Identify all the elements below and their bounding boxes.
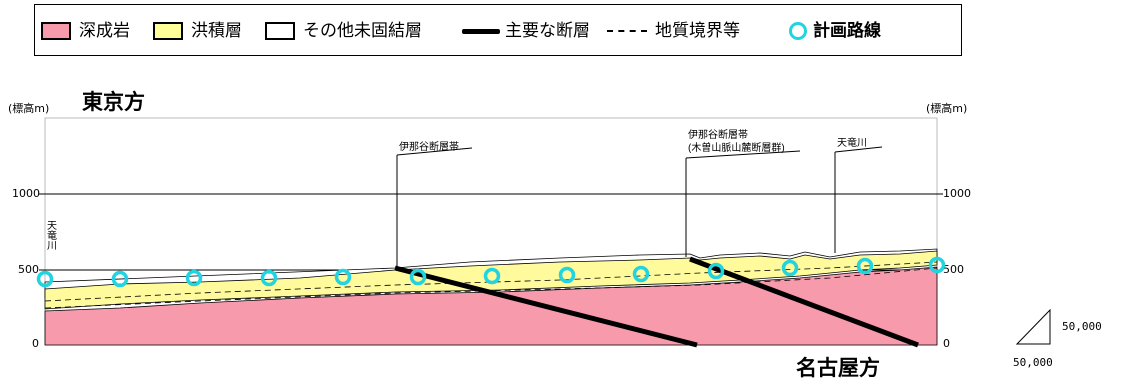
legend-label-granite: 深成岩	[79, 21, 130, 41]
fault-kiso	[689, 256, 919, 348]
route-marker	[707, 262, 725, 280]
scale-horizontal: 50,000	[1013, 356, 1053, 369]
ytick-left-0: 0	[32, 337, 39, 350]
legend-label-other: その他未固結層	[303, 21, 422, 41]
route-marker	[409, 268, 427, 286]
ytick-right-500: 500	[943, 263, 964, 276]
scale-vertical: 50,000	[1062, 320, 1102, 333]
label-river-left: 天竜川	[45, 220, 57, 250]
direction-tokyo: 東京方	[82, 90, 145, 114]
ytick-left-500: 500	[18, 263, 39, 276]
route-marker	[111, 270, 129, 288]
label-fault1: 伊那谷断層帯	[399, 140, 459, 153]
label-fault2-line1: 伊那谷断層帯	[688, 128, 748, 141]
route-marker	[36, 270, 54, 288]
elevation-unit-right: (標高m)	[926, 102, 968, 115]
legend-swatch-diluvium	[153, 22, 183, 40]
route-marker	[558, 266, 576, 284]
layer-granite	[44, 266, 938, 346]
legend-route-marker-icon	[789, 22, 807, 40]
boundary-line-1	[44, 261, 938, 302]
leader-fault1-top	[396, 147, 473, 156]
elevation-unit-left: (標高m)	[8, 102, 50, 115]
legend: 深成岩 洪積層 その他未固結層 主要な断層 地質境界等 計画路線	[34, 4, 962, 56]
route-marker	[781, 259, 799, 277]
leader-river-top	[834, 146, 883, 153]
route-marker	[185, 269, 203, 287]
legend-label-boundary: 地質境界等	[655, 21, 740, 41]
ytick-right-0: 0	[943, 337, 950, 350]
legend-label-diluvium: 洪積層	[191, 21, 242, 41]
legend-line-fault	[462, 29, 500, 34]
route-marker	[928, 256, 946, 274]
label-river-right: 天竜川	[837, 136, 867, 149]
scale-triangle	[1015, 308, 1051, 345]
planned-route	[36, 256, 946, 288]
boundary-line-2	[44, 267, 938, 309]
route-marker	[260, 269, 278, 287]
legend-swatch-other	[265, 22, 295, 40]
legend-label-fault: 主要な断層	[505, 21, 590, 41]
ytick-right-1000: 1000	[943, 187, 971, 200]
route-marker	[334, 268, 352, 286]
legend-line-boundary	[607, 30, 647, 32]
route-marker	[632, 265, 650, 283]
label-fault2-line2: (木曽山脈山麓断層群)	[688, 141, 785, 154]
leader-fault2-top	[685, 150, 801, 159]
legend-label-route: 計画路線	[813, 21, 881, 41]
direction-nagoya: 名古屋方	[796, 356, 880, 380]
legend-swatch-granite	[41, 22, 71, 40]
fault-inadani	[394, 265, 698, 348]
ytick-left-1000: 1000	[12, 187, 40, 200]
route-marker	[483, 267, 501, 285]
route-marker	[856, 257, 874, 275]
